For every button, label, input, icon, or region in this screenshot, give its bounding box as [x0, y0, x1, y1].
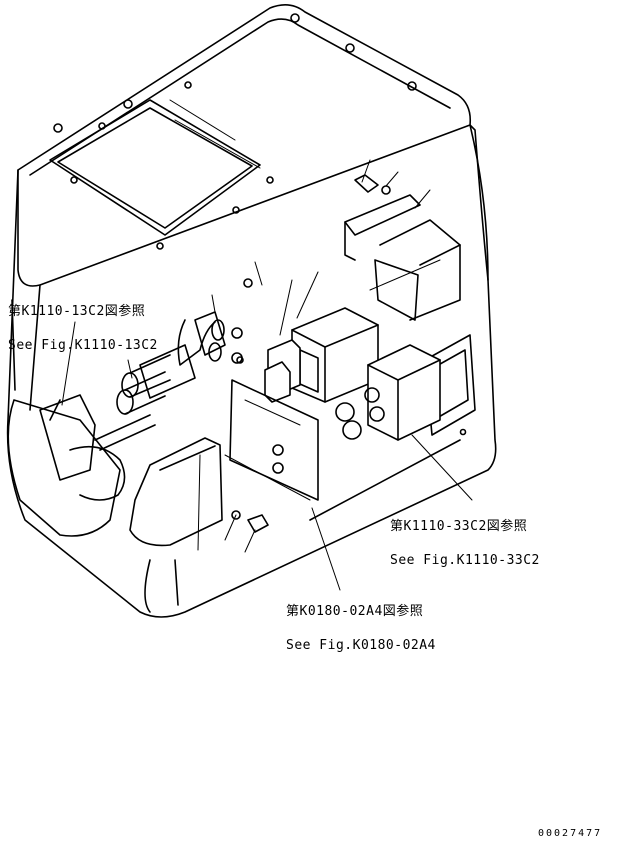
callout-en: See Fig.K0180-02A4	[286, 638, 436, 653]
callout-k0180-02a4: 第K0180-02A4図参照 See Fig.K0180-02A4	[286, 586, 436, 671]
callout-en: See Fig.K1110-13C2	[8, 338, 158, 353]
cab-roof	[17, 4, 472, 287]
left-pillar	[7, 299, 126, 537]
drawing-code: 00027477	[538, 828, 603, 839]
leader-lines	[61, 159, 473, 591]
heater-unit	[264, 307, 379, 403]
callout-en: See Fig.K1110-33C2	[390, 553, 540, 568]
callout-jp: 第K0180-02A4図参照	[286, 604, 424, 619]
cab-body	[6, 124, 497, 618]
junction-box	[335, 344, 441, 441]
hose-assembly	[116, 278, 253, 415]
callout-k1110-33c2: 第K1110-33C2図参照 See Fig.K1110-33C2	[390, 501, 540, 586]
callout-jp: 第K1110-13C2図参照	[8, 304, 146, 319]
callout-k1110-13c2: 第K1110-13C2図参照 See Fig.K1110-13C2	[8, 286, 158, 371]
floor-duct	[94, 194, 421, 547]
callout-jp: 第K1110-33C2図参照	[390, 519, 528, 534]
